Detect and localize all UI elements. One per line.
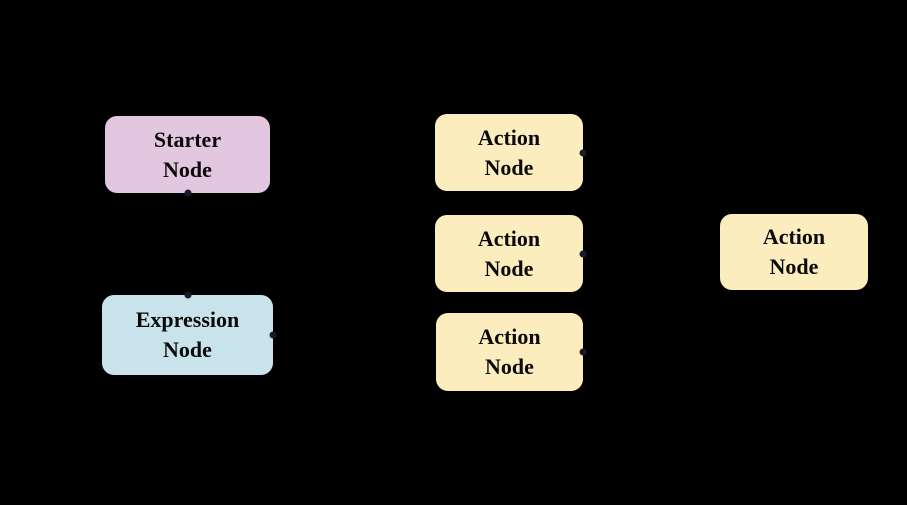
action-node-1-label: Action Node [477, 124, 541, 180]
expression-node-right-handle[interactable] [269, 331, 277, 339]
action-node-3-right-handle[interactable] [579, 348, 587, 356]
action-node-3-label: Action Node [478, 324, 541, 379]
action-node-4-label: Action Node [762, 224, 826, 279]
action-node-1[interactable]: Action Node [435, 114, 587, 191]
expression-node[interactable]: Expression Node [102, 291, 277, 375]
action-node-2[interactable]: Action Node [435, 215, 587, 292]
starter-node[interactable]: Starter Node [105, 116, 270, 197]
expression-node-label: Expression Node [135, 307, 240, 362]
action-node-4[interactable]: Action Node [720, 214, 868, 290]
action-node-1-right-handle[interactable] [579, 149, 587, 156]
action-node-3[interactable]: Action Node [436, 313, 587, 391]
action-node-2-right-handle[interactable] [579, 250, 587, 257]
starter-node-bottom-handle[interactable] [184, 189, 191, 197]
action-node-2-label: Action Node [477, 225, 541, 281]
starter-node-label: Starter Node [153, 126, 222, 182]
expression-node-top-handle[interactable] [184, 291, 191, 299]
